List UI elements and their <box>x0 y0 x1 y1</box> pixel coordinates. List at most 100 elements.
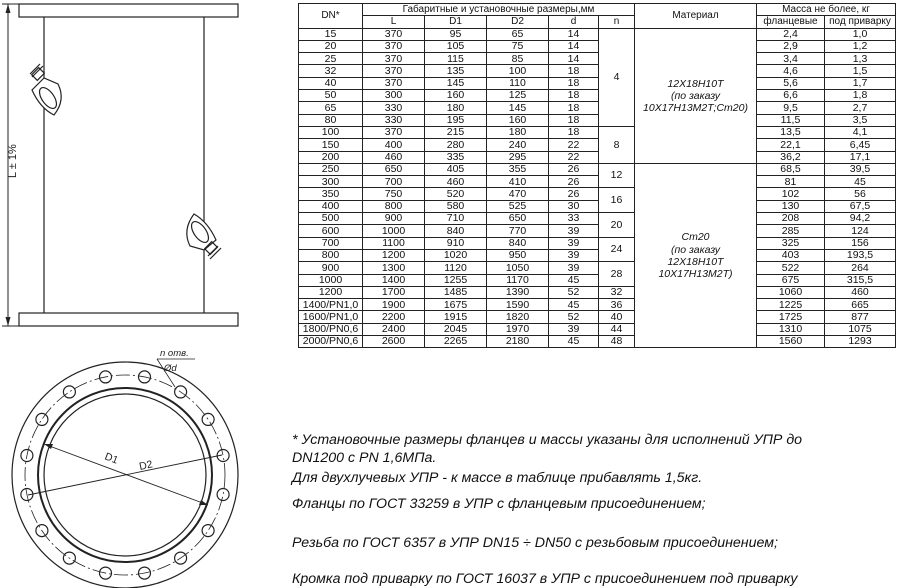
cell-n: 40 <box>598 310 635 324</box>
bolt-hole <box>62 385 77 399</box>
cell-n: 24 <box>598 236 635 263</box>
cell-mass-welded: 1075 <box>824 322 896 337</box>
cell-mass-welded: 67,5 <box>824 199 896 214</box>
cell-l: 1700 <box>362 285 425 300</box>
cell-l: 650 <box>362 162 425 177</box>
note-line-5: Резьба по ГОСТ 6357 в УПР DN15 ÷ DN50 с … <box>292 535 778 551</box>
cell-d2: 525 <box>486 199 549 214</box>
bolt-hole <box>201 523 215 538</box>
cell-mass-flanged: 4,6 <box>756 64 825 78</box>
cell-d2: 770 <box>486 224 549 238</box>
bolt-hole <box>216 448 230 463</box>
cell-d: 45 <box>548 335 599 349</box>
cell-mass-flanged: 403 <box>756 248 825 263</box>
cell-mass-welded: 4,1 <box>824 125 896 140</box>
cell-d1: 95 <box>424 27 487 41</box>
cell-mass-flanged: 11,5 <box>756 113 825 127</box>
cell-dn: 350 <box>298 187 363 201</box>
cell-mass-flanged: 675 <box>756 273 825 287</box>
cell-d1: 840 <box>424 224 487 238</box>
cell-mass-welded: 1,8 <box>824 89 896 103</box>
cell-dn: 100 <box>298 125 363 140</box>
cell-dn: 600 <box>298 224 363 238</box>
header-mass-group: Масса не более, кг <box>756 2 896 17</box>
material-line: Ст20 <box>681 231 710 244</box>
cell-mass-welded: 17,1 <box>824 150 896 164</box>
cell-mass-flanged: 1560 <box>756 335 825 349</box>
cell-l: 1100 <box>362 236 425 250</box>
cell-d: 39 <box>548 236 599 250</box>
cell-mass-welded: 156 <box>824 236 896 250</box>
bolt-holes <box>20 370 230 580</box>
cell-l: 800 <box>362 199 425 214</box>
cell-n: 8 <box>598 125 635 164</box>
cell-d: 18 <box>548 64 599 78</box>
cell-d: 52 <box>548 285 599 300</box>
cell-n: 28 <box>598 261 635 287</box>
cell-mass-flanged: 81 <box>756 175 825 189</box>
cell-d2: 1590 <box>486 298 549 312</box>
material-line: (по заказу <box>671 89 720 102</box>
cell-mass-flanged: 68,5 <box>756 162 825 177</box>
bolt-hole <box>137 566 152 580</box>
cell-l: 2200 <box>362 310 425 324</box>
cell-d: 33 <box>548 212 599 226</box>
bolt-circle <box>24 374 226 576</box>
cell-l: 370 <box>362 76 425 91</box>
cell-d1: 335 <box>424 150 487 164</box>
cell-l: 400 <box>362 138 425 152</box>
cell-d1: 2265 <box>424 335 487 349</box>
cell-n: 44 <box>598 322 635 337</box>
cell-d1: 1675 <box>424 298 487 312</box>
cell-l: 2400 <box>362 322 425 337</box>
note-line-3: Для двухлучевых УПР - к массе в таблице … <box>292 470 703 486</box>
cell-d: 52 <box>548 310 599 324</box>
cell-mass-welded: 1,5 <box>824 64 896 78</box>
cell-mass-flanged: 102 <box>756 187 825 201</box>
cell-mass-welded: 877 <box>824 310 896 324</box>
hole-diameter-label: Ød <box>163 363 177 374</box>
cell-mass-flanged: 36,2 <box>756 150 825 164</box>
cell-n: 20 <box>598 212 635 238</box>
dimension-l <box>2 3 19 327</box>
cell-mass-flanged: 6,6 <box>756 89 825 103</box>
bolt-hole <box>174 385 188 399</box>
header-d1: D1 <box>424 15 487 29</box>
cell-l: 900 <box>362 212 425 226</box>
cell-mass-flanged: 1060 <box>756 285 825 300</box>
cell-d2: 85 <box>486 52 549 66</box>
bolt-hole <box>98 370 113 384</box>
cell-d1: 1485 <box>424 285 487 300</box>
header-l: L <box>362 15 425 29</box>
bottom-flange <box>18 312 239 327</box>
bolt-hole <box>35 412 49 426</box>
cell-d2: 180 <box>486 125 549 140</box>
cell-d1: 115 <box>424 52 487 66</box>
transducer-lower <box>186 213 222 260</box>
cell-mass-welded: 193,5 <box>824 248 896 263</box>
material-line: 10Х17Н13М2Т;Ст20) <box>643 101 748 114</box>
cell-d2: 65 <box>486 27 549 41</box>
cell-dn: 300 <box>298 175 363 189</box>
cell-dn: 800 <box>298 248 363 263</box>
cell-n: 16 <box>598 187 635 214</box>
cell-dn: 500 <box>298 212 363 226</box>
cell-l: 2600 <box>362 335 425 349</box>
cell-n: 48 <box>598 335 635 349</box>
cell-mass-flanged: 522 <box>756 261 825 275</box>
spec-table: DN* Габаритные и установочные размеры,мм… <box>298 2 896 349</box>
